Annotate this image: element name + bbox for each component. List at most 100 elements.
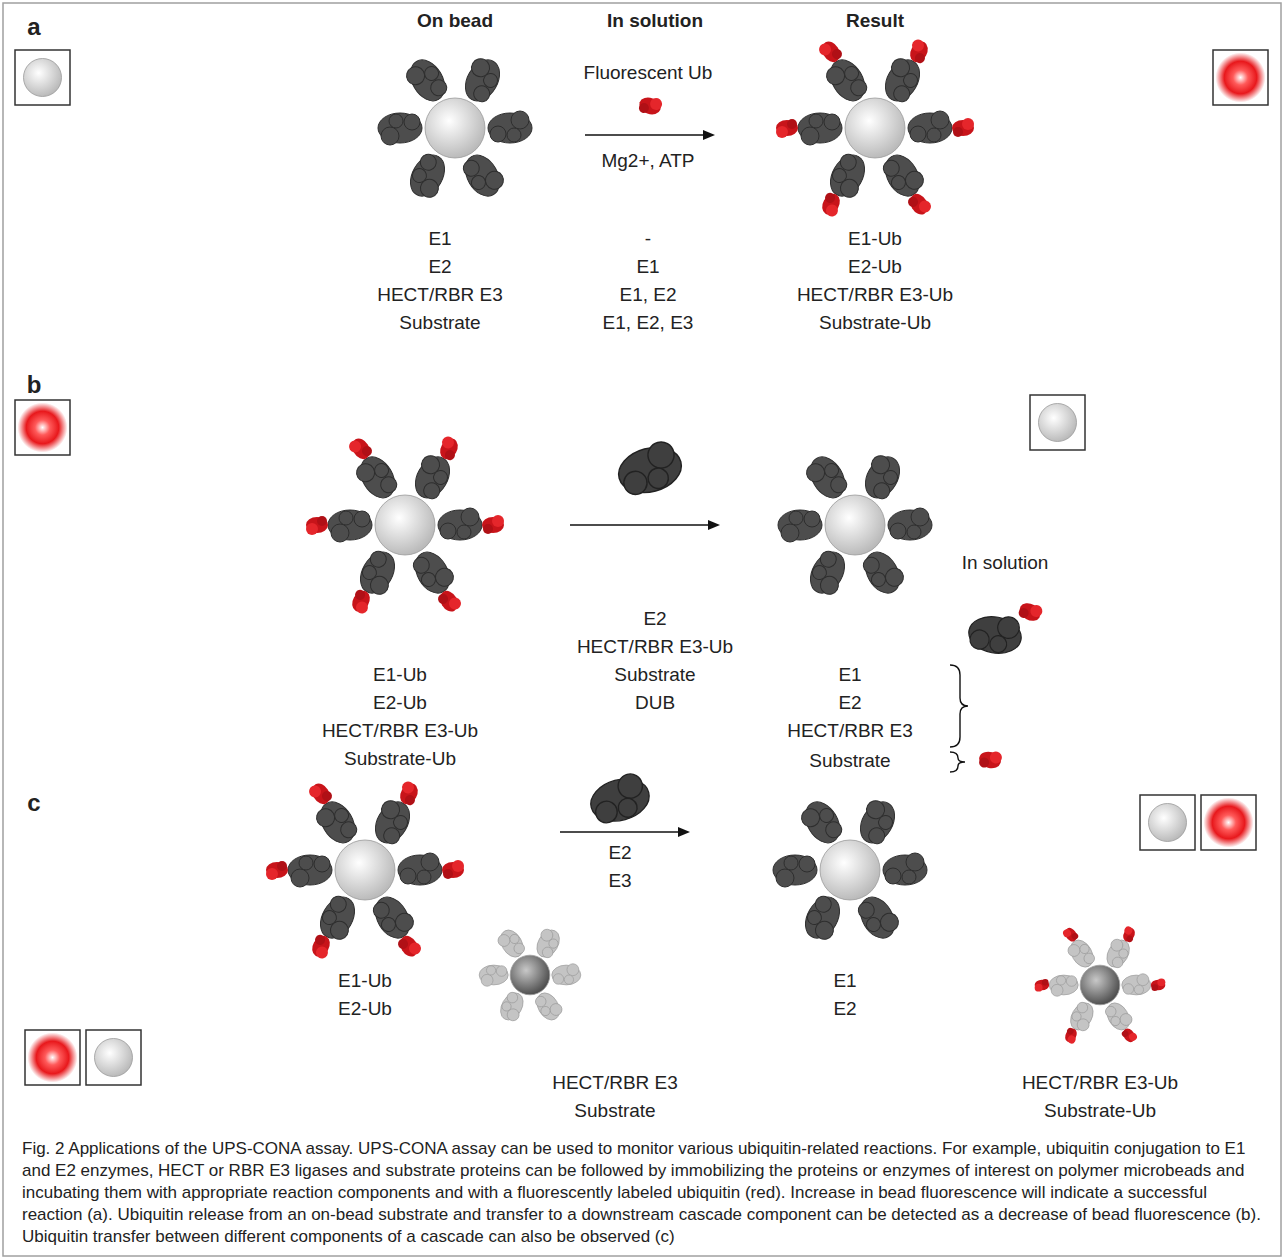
protein-part <box>299 856 313 870</box>
ubiquitin-part <box>447 595 463 611</box>
component-label: Substrate-Ub <box>819 312 931 334</box>
microbead <box>825 495 885 555</box>
component-label: HECT/RBR E3-Ub <box>797 284 953 306</box>
ubiquitin-part <box>913 51 927 65</box>
protein-part <box>457 525 471 539</box>
protein-part <box>824 114 840 130</box>
ubiquitin-blob <box>348 587 375 616</box>
ubiquitin-part <box>443 869 453 879</box>
ubiquitin-part <box>400 779 416 795</box>
protein-part <box>911 508 929 526</box>
protein-part <box>320 908 339 927</box>
ubiquitin-blob <box>1120 925 1138 944</box>
protein-part <box>459 54 507 107</box>
protein-part <box>1109 1015 1122 1028</box>
protein-part <box>805 908 824 927</box>
protein-part <box>1066 936 1098 971</box>
protein-part <box>854 891 902 944</box>
protein-part <box>469 173 488 192</box>
ubiquitin-part <box>452 860 464 872</box>
ubiquitin-part <box>819 191 844 218</box>
ubiquitin-part <box>1128 1031 1139 1042</box>
fluorescent-bead <box>28 1033 78 1083</box>
protein-part <box>842 64 861 83</box>
protein-part <box>481 974 493 986</box>
protein-blob <box>404 149 454 203</box>
ubiquitin-part <box>347 438 363 454</box>
component-label: E1 <box>833 970 856 992</box>
ubiquitin-part <box>443 448 457 462</box>
protein-part <box>496 966 507 977</box>
protein-part <box>1070 1010 1083 1023</box>
ubiquitin-part <box>314 944 330 960</box>
component-label: E2-Ub <box>848 256 902 278</box>
ubiquitin-part <box>1121 926 1137 944</box>
ubiquitin-part <box>1016 600 1043 625</box>
ubiquitin-blob <box>347 435 374 464</box>
protein-part <box>927 128 941 142</box>
ubiquitin-part <box>978 756 990 768</box>
protein-part <box>803 460 828 485</box>
protein-part <box>859 546 907 599</box>
protein-part <box>810 563 829 582</box>
ubiquitin-blob <box>1062 1026 1080 1045</box>
protein-part <box>461 508 479 526</box>
protein-part <box>511 111 529 129</box>
protein-part <box>381 127 399 145</box>
protein-part <box>882 565 907 590</box>
protein-part <box>906 853 924 871</box>
ubiquitin-blob <box>977 747 1003 771</box>
protein-part <box>553 974 564 985</box>
ubiquitin-part <box>436 592 450 606</box>
protein-part <box>291 869 309 887</box>
ubiquitin-part <box>830 47 844 61</box>
protein-part <box>410 166 429 185</box>
component-label: E2-Ub <box>338 998 392 1020</box>
protein-blob <box>328 510 372 542</box>
protein-part <box>481 71 500 90</box>
protein-part <box>781 524 799 542</box>
component-label: E3 <box>608 870 631 892</box>
protein-part <box>496 926 528 961</box>
protein-part <box>422 64 441 83</box>
column-header: On bead <box>417 10 493 32</box>
inset-box <box>15 50 70 105</box>
inset-box <box>1030 395 1085 450</box>
protein-part <box>968 628 990 650</box>
ubiquitin-part <box>1066 1034 1077 1045</box>
protein-part <box>646 466 671 491</box>
protein-part <box>823 63 848 88</box>
protein-part <box>879 149 927 202</box>
inset-box <box>86 1030 141 1085</box>
component-label: Substrate <box>614 664 695 686</box>
component-label: E2 <box>428 256 451 278</box>
ubiquitin-part <box>277 861 287 871</box>
protein-blob <box>1049 975 1078 996</box>
protein-part <box>508 933 521 946</box>
ubiquitin-part <box>440 434 456 450</box>
ubiquitin-part <box>1042 979 1049 986</box>
protein-part <box>854 796 902 849</box>
protein-part <box>1078 943 1091 956</box>
protein-part <box>1051 984 1063 996</box>
protein-part <box>313 805 338 830</box>
ubiquitin-part <box>266 868 278 880</box>
figure-frame <box>3 3 1281 1256</box>
ubiquitin-blob <box>905 37 932 66</box>
ubiquitin-part <box>1121 1029 1130 1038</box>
ubiquitin-part <box>906 195 920 209</box>
ubiquitin-blob <box>482 515 504 534</box>
protein-part <box>507 128 521 142</box>
ubiquitin-part <box>824 202 840 218</box>
ubiquitin-part <box>917 198 933 214</box>
ubiquitin-blob <box>1062 925 1080 944</box>
protein-part <box>339 511 353 525</box>
protein-blob <box>888 508 932 540</box>
ubiquitin-part <box>437 435 462 462</box>
ubiquitin-part <box>397 780 422 807</box>
protein-part <box>496 989 528 1024</box>
ubiquitin-part <box>1151 984 1158 991</box>
protein-part <box>331 524 349 542</box>
component-label: E1-Ub <box>373 664 427 686</box>
protein-part <box>864 915 883 934</box>
